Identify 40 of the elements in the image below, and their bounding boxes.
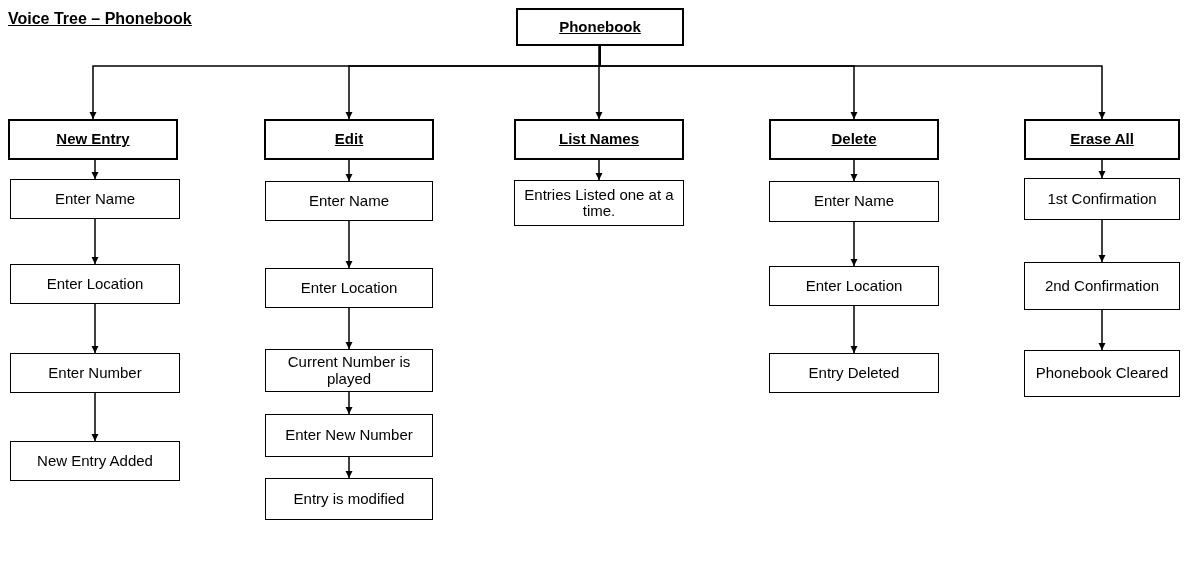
step-box: Current Number is played: [265, 349, 433, 392]
arrow: [1098, 219, 1106, 263]
arrow: [850, 305, 858, 354]
arrow: [595, 159, 603, 181]
step-box: Enter Name: [10, 179, 180, 219]
arrow: [1098, 159, 1106, 179]
menu-box: Phonebook: [516, 8, 684, 46]
step-box: Enter Name: [265, 181, 433, 221]
step-box: Entry is modified: [265, 478, 433, 520]
arrow: [345, 307, 353, 350]
arrow: [91, 392, 99, 442]
step-box: Phonebook Cleared: [1024, 350, 1180, 397]
arrow: [850, 221, 858, 267]
arrow: [345, 456, 353, 479]
menu-box: Edit: [264, 119, 434, 160]
arrow: [850, 159, 858, 182]
step-box: Enter Location: [265, 268, 433, 308]
arrow: [1098, 309, 1106, 351]
arrow: [595, 45, 603, 120]
step-box: New Entry Added: [10, 441, 180, 481]
step-box: Enter Name: [769, 181, 939, 222]
menu-box: List Names: [514, 119, 684, 160]
arrow: [345, 391, 353, 415]
arrow: [345, 159, 353, 182]
menu-box: Delete: [769, 119, 939, 160]
arrow: [345, 220, 353, 269]
menu-box: Erase All: [1024, 119, 1180, 160]
step-box: Enter Location: [769, 266, 939, 306]
arrow: [91, 159, 99, 180]
step-box: 1st Confirmation: [1024, 178, 1180, 220]
arrow: [91, 218, 99, 265]
step-box: Enter Number: [10, 353, 180, 393]
menu-box: New Entry: [8, 119, 178, 160]
arrow: [91, 303, 99, 354]
step-box: 2nd Confirmation: [1024, 262, 1180, 310]
step-box: Enter Location: [10, 264, 180, 304]
step-box: Enter New Number: [265, 414, 433, 457]
step-box: Entries Listed one at a time.: [514, 180, 684, 226]
step-box: Entry Deleted: [769, 353, 939, 393]
diagram-title: Voice Tree – Phonebook: [8, 10, 192, 28]
